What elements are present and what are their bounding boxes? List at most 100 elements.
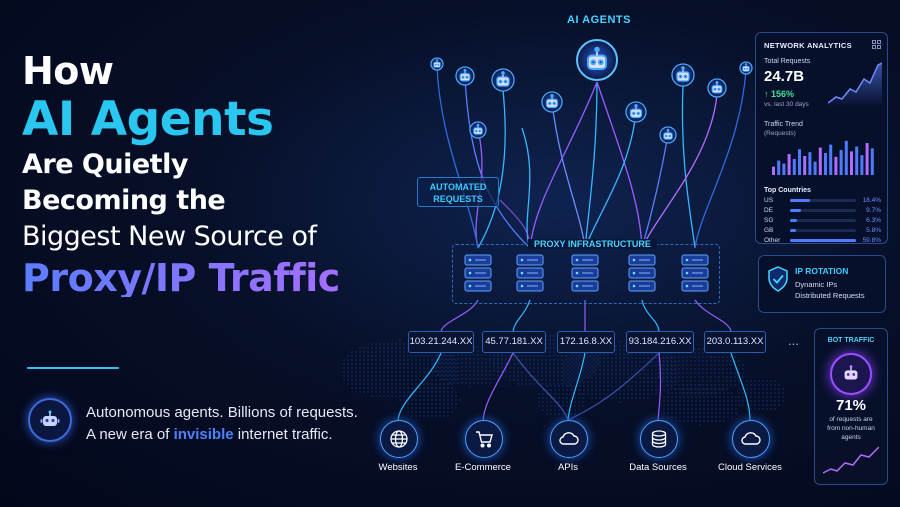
expand-icon (872, 40, 881, 49)
ip-rotation-line2: Distributed Requests (795, 291, 865, 300)
country-bar (790, 229, 796, 232)
bot-traffic-desc-3: agents (841, 434, 861, 441)
tagline-line2: A new era of invisible internet traffic. (86, 426, 333, 443)
traffic-trend-chart (772, 140, 874, 175)
proxy-infrastructure-label: PROXY INFRASTRUCTURE (528, 239, 657, 249)
trend-bar (855, 146, 859, 175)
cart-icon (465, 420, 503, 458)
ip-chip: 45.77.181.XX (482, 331, 546, 353)
agent-node (671, 63, 695, 87)
trend-bar (839, 149, 843, 175)
total-requests-value: 24.7B (764, 68, 805, 85)
hero-title: How AI Agents Are Quietly Becoming the B… (22, 52, 402, 297)
hero-line-ai-agents: AI Agents (22, 92, 274, 147)
bot-traffic-percent: 71% (835, 397, 867, 414)
agent-connection-lines (436, 65, 747, 249)
ip-chip: 203.0.113.XX (704, 331, 766, 353)
proxy-connection-lines (440, 299, 732, 332)
growth-value: ↑ 156% (764, 89, 795, 99)
growth-note: vs. last 30 days (764, 101, 809, 108)
destination-label-websites: Websites (378, 462, 418, 473)
bot-traffic-panel: BOT TRAFFIC 71% of requests are from non… (814, 328, 888, 485)
country-bar (790, 219, 797, 222)
country-bar (790, 239, 856, 242)
trend-bar (777, 160, 781, 175)
agent-node-main (576, 39, 618, 81)
traffic-trend-sub: (Requests) (764, 130, 796, 137)
agent-node (430, 57, 444, 71)
ai-agents-cluster (430, 39, 753, 144)
ip-rotation-title: IP ROTATION (795, 266, 849, 276)
agent-node (707, 78, 727, 98)
tagline: Autonomous agents. Billions of requests.… (86, 402, 386, 446)
trend-bar (813, 161, 817, 175)
bot-traffic-desc-1: of requests are (829, 416, 873, 423)
trend-bar (844, 140, 848, 175)
top-countries-label: Top Countries (764, 187, 811, 194)
ip-rotation-line1: Dynamic IPs (795, 280, 838, 289)
hero-line-quietly: Are Quietly (22, 149, 188, 180)
ai-agents-label: AI AGENTS (567, 14, 631, 26)
shield-icon (768, 266, 788, 292)
trend-bar (818, 147, 822, 175)
globe-icon (380, 420, 418, 458)
destination-label-ecommerce: E-Commerce (455, 462, 511, 473)
cloud-icon (732, 420, 770, 458)
destination-label-apis: APIs (557, 462, 579, 473)
hero-line-becoming: Becoming the (22, 185, 226, 216)
robot-icon (830, 353, 872, 395)
proxy-infrastructure-frame (452, 244, 720, 304)
traffic-trend-label: Traffic Trend (764, 121, 803, 128)
network-analytics-panel: NETWORK ANALYTICS Total Requests 24.7B ↑… (755, 32, 888, 244)
trend-bar (808, 152, 812, 175)
world-map (343, 335, 784, 426)
trend-bar (772, 166, 775, 175)
ip-chip: 172.16.8.XX (557, 331, 615, 353)
automated-requests-label: AUTOMATED REQUESTS (417, 177, 499, 207)
bot-traffic-title: BOT TRAFFIC (827, 337, 875, 344)
ip-chip: 103.21.244.XX (408, 331, 474, 353)
ip-chip: 93.184.216.XX (626, 331, 694, 353)
hero-line-proxy: Proxy/IP Traffic (22, 259, 402, 297)
hero-line-biggest: Biggest New Source of (22, 221, 317, 252)
database-icon (640, 420, 678, 458)
trend-bar (782, 163, 786, 175)
agent-node (541, 91, 563, 113)
trend-bar (787, 154, 791, 175)
tagline-highlight: invisible (173, 426, 234, 443)
agent-node (469, 121, 487, 139)
agent-node (455, 66, 475, 86)
country-bar (790, 209, 801, 212)
agent-node (625, 101, 647, 123)
bot-traffic-sparkline (823, 446, 879, 474)
destination-label-cloud-services: Cloud Services (718, 462, 782, 473)
tagline-line1: Autonomous agents. Billions of requests. (86, 404, 358, 421)
growth-sparkline (828, 62, 882, 107)
cloud-icon (550, 420, 588, 458)
analytics-title: NETWORK ANALYTICS (764, 41, 852, 50)
ip-more-ellipsis: ... (788, 333, 799, 348)
trend-bar (865, 143, 869, 175)
trend-bar (803, 156, 807, 175)
ip-rotation-panel: IP ROTATION Dynamic IPs Distributed Requ… (758, 255, 886, 313)
trend-bar (829, 144, 833, 175)
trend-bar (792, 159, 796, 175)
trend-bar (860, 155, 864, 175)
trend-bar (824, 153, 827, 175)
bot-traffic-desc-2: from non-human (827, 425, 875, 432)
country-bar (790, 199, 810, 202)
destination-label-data-sources: Data Sources (629, 462, 687, 473)
agent-node (659, 126, 677, 144)
accent-rule (27, 367, 119, 369)
hero-line-how: How (22, 49, 114, 93)
trend-bar (798, 149, 801, 175)
trend-bar (850, 151, 853, 175)
agent-node (491, 68, 515, 92)
robot-icon (28, 398, 72, 442)
trend-bar (870, 148, 874, 175)
